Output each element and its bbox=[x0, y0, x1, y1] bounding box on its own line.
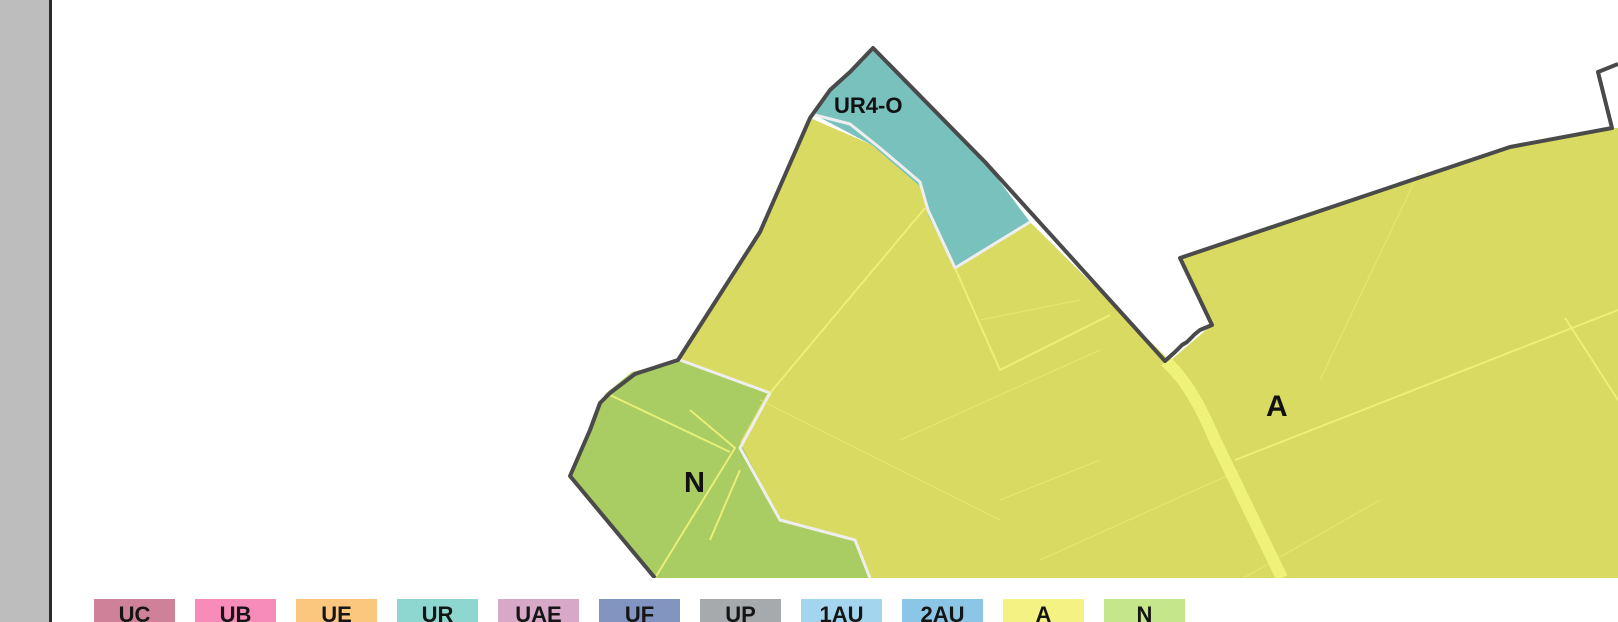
zoning-map-canvas[interactable] bbox=[55, 0, 1618, 578]
legend-item-uf: UF bbox=[599, 599, 680, 622]
zoning-map[interactable]: UR4-O A N bbox=[55, 0, 1618, 578]
legend-item-1au: 1AU bbox=[801, 599, 882, 622]
legend-item-a: A bbox=[1003, 599, 1084, 622]
zone-a-field-east[interactable] bbox=[1170, 128, 1618, 578]
legend-item-ue: UE bbox=[296, 599, 377, 622]
side-panel-edge bbox=[0, 0, 52, 622]
zone-ur4o-area[interactable] bbox=[815, 48, 1030, 268]
legend-item-2au: 2AU bbox=[902, 599, 983, 622]
field-line-2 bbox=[759, 169, 1421, 578]
legend-item-n: N bbox=[1104, 599, 1185, 622]
study-area-boundary bbox=[568, 46, 1618, 578]
legend-item-up: UP bbox=[700, 599, 781, 622]
legend-item-ur: UR bbox=[397, 599, 478, 622]
legend-item-uae: UAE bbox=[498, 599, 579, 622]
road bbox=[1160, 356, 1288, 578]
legend-item-ub: UB bbox=[195, 599, 276, 622]
zone-a-field-west[interactable] bbox=[680, 118, 925, 395]
zone-border-n-a bbox=[679, 358, 872, 578]
zone-n-area[interactable] bbox=[570, 360, 870, 578]
legend-item-uc: UC bbox=[94, 599, 175, 622]
field-line-1 bbox=[609, 207, 1618, 578]
